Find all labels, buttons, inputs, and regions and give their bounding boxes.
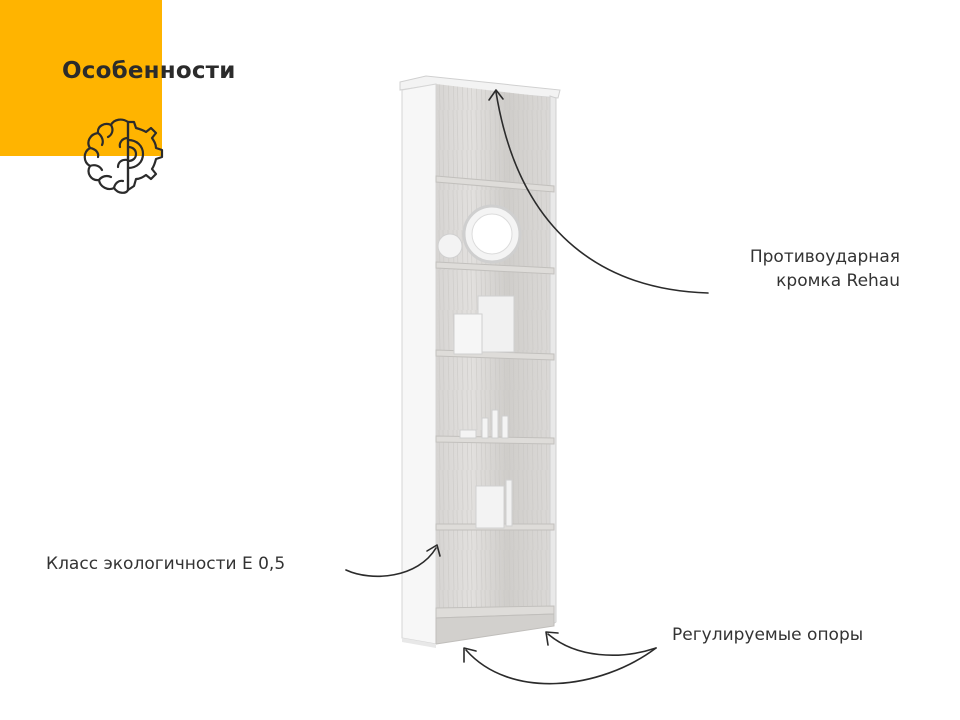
accent-block — [0, 0, 162, 156]
edge-callout-line1: Противоударная — [749, 247, 900, 267]
brain-gear-icon — [83, 118, 164, 194]
edge-callout: Противоударная кромка Rehau — [716, 245, 900, 293]
edge-callout-line2: кромка Rehau — [776, 271, 900, 291]
page-title: Особенности — [62, 58, 236, 84]
feet-callout: Регулируемые опоры — [672, 625, 864, 645]
eco-class-callout: Класс экологичности Е 0,5 — [46, 554, 286, 574]
bookcase-image — [399, 75, 561, 648]
